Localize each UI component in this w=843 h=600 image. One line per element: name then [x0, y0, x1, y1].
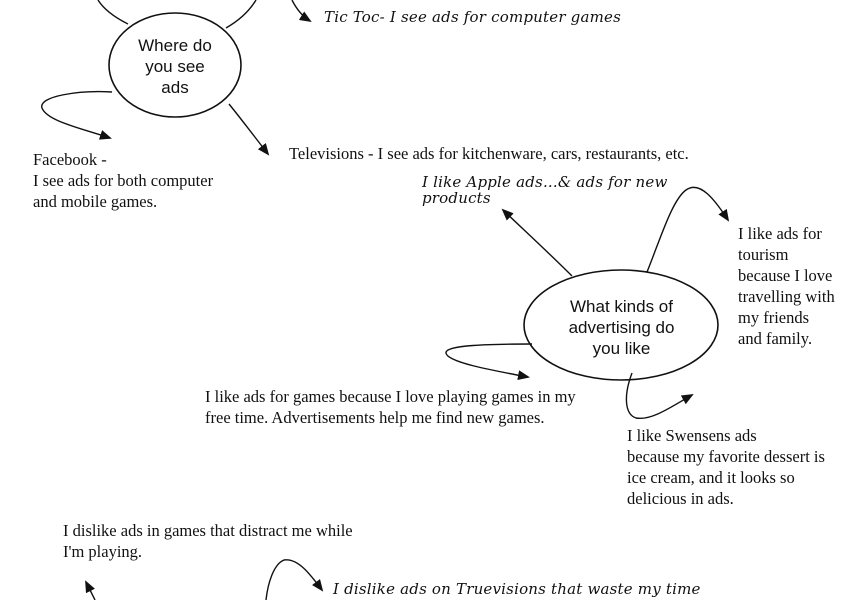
facebook-note-line: Facebook - — [33, 150, 107, 169]
arrow-to-televisions — [228, 103, 270, 156]
arrow-to-truevisions — [265, 559, 324, 600]
dislike-games-note-line: I'm playing. — [63, 542, 143, 561]
swensens-note-line: because my favorite dessert is — [627, 447, 825, 466]
dislike-games-note: I dislike ads in games that distract me … — [63, 520, 353, 562]
apple-note-line: products — [422, 189, 491, 207]
where-node-label-line: you see — [145, 57, 205, 76]
tiktok-note: Tic Toc- I see ads for computer games — [324, 10, 621, 25]
tourism-note-line: tourism — [738, 245, 789, 264]
swensens-note: I like Swensens ads because my favorite d… — [627, 425, 825, 509]
swensens-note-line: I like Swensens ads — [627, 426, 757, 445]
games-like-note-line: I like ads for games because I love play… — [205, 387, 576, 406]
kinds-node-label-line: you like — [592, 339, 651, 358]
kinds-node-label-line: What kinds of — [570, 297, 673, 316]
televisions-note-line: Televisions - I see ads for kitchenware,… — [289, 144, 689, 163]
facebook-note-line: and mobile games. — [33, 192, 158, 211]
kinds-oval — [523, 269, 719, 381]
facebook-note-line: I see ads for both computer — [33, 171, 214, 190]
swensens-note-line: ice cream, and it looks so — [627, 468, 795, 487]
tiktok-note-line: Tic Toc- I see ads for computer games — [324, 8, 622, 26]
where-node-label-line: Where do — [138, 36, 212, 55]
arrow-to-tiktok — [291, 0, 312, 23]
televisions-note: Televisions - I see ads for kitchenware,… — [289, 143, 689, 164]
games-like-note: I like ads for games because I love play… — [205, 386, 576, 428]
facebook-note: Facebook - I see ads for both computer and… — [33, 149, 213, 212]
arrow-to-tourism — [646, 186, 730, 273]
where-node-label-line: ads — [161, 78, 189, 97]
truevisions-note-line: I dislike ads on Truevisions that waste … — [333, 580, 701, 598]
arrow-to-dislike-games — [85, 580, 96, 600]
kinds-node-label: What kinds of advertising do you like — [534, 296, 709, 359]
where-oval — [108, 12, 242, 118]
tourism-note-line: because I love — [738, 266, 833, 285]
tourism-note-line: my friends — [738, 308, 810, 327]
arrow-to-games-like — [445, 343, 533, 381]
apple-note-line: I like Apple ads...& ads for new — [422, 173, 668, 191]
kinds-node-label-line: advertising do — [568, 318, 675, 337]
where-node-label: Where do you see ads — [117, 35, 233, 98]
swensens-note-line: delicious in ads. — [627, 489, 734, 508]
arrow-to-facebook — [41, 90, 113, 140]
tourism-note-line: travelling with — [738, 287, 835, 306]
connector-where-top-right — [225, 0, 257, 29]
tourism-note: I like ads for tourism because I love trave… — [738, 223, 835, 349]
tourism-note-line: and family. — [738, 329, 813, 348]
arrow-to-swensens — [625, 372, 694, 420]
dislike-games-note-line: I dislike ads in games that distract me … — [63, 521, 353, 540]
tourism-note-line: I like ads for — [738, 224, 822, 243]
connector-where-top-left — [97, 0, 129, 25]
arrow-to-apple — [501, 208, 573, 277]
games-like-note-line: free time. Advertisements help me find n… — [205, 408, 545, 427]
truevisions-note: I dislike ads on Truevisions that waste … — [333, 582, 701, 597]
